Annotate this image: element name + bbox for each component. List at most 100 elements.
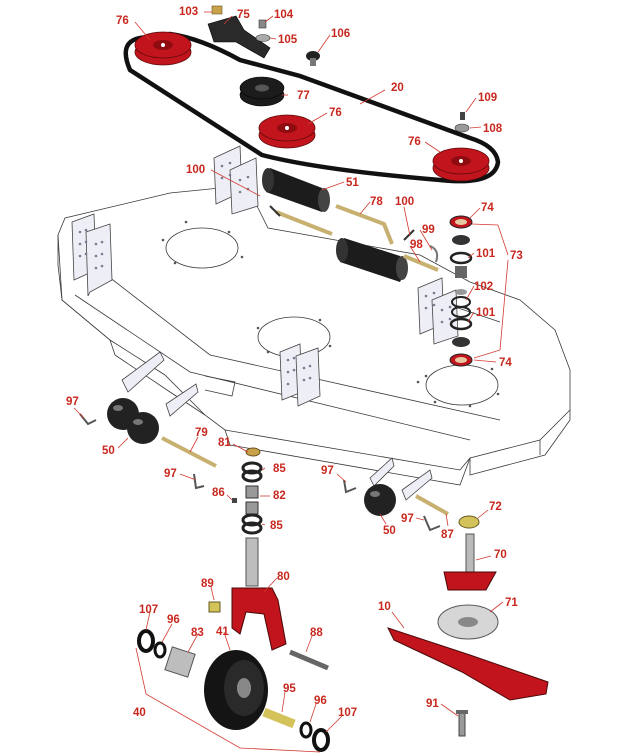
clip-99 xyxy=(429,245,439,263)
callout-40: 40 xyxy=(133,707,146,719)
nut-72 xyxy=(458,515,480,529)
callout-50-right: 50 xyxy=(383,525,396,537)
anti-scalp-cup-71 xyxy=(437,604,499,640)
pulley-right xyxy=(432,147,490,182)
callout-98: 98 xyxy=(410,239,423,251)
callout-107-left: 107 xyxy=(139,604,158,616)
callout-41: 41 xyxy=(216,626,229,638)
spacer-95 xyxy=(262,707,296,729)
callout-87: 87 xyxy=(441,529,454,541)
callout-10: 10 xyxy=(378,601,391,613)
callout-75: 75 xyxy=(237,9,250,21)
spindle-stack-73 xyxy=(449,215,473,367)
callout-51: 51 xyxy=(346,177,359,189)
callout-100-right: 100 xyxy=(395,196,414,208)
deck-bracket-front-center xyxy=(279,343,321,407)
caster-tire-41 xyxy=(204,650,268,730)
idler-arm xyxy=(207,15,271,59)
callout-76-right: 76 xyxy=(408,136,421,148)
bolt-109 xyxy=(460,112,465,120)
nut-108 xyxy=(454,123,470,133)
callout-101-bottom: 101 xyxy=(476,307,496,319)
callout-107-right: 107 xyxy=(338,707,357,719)
callout-80: 80 xyxy=(277,571,290,583)
bolt-103 xyxy=(211,5,223,15)
belt-cover-lower xyxy=(336,238,408,282)
callout-96-left: 96 xyxy=(167,614,180,626)
deck-bracket-rear-center xyxy=(213,145,259,215)
callout-86: 86 xyxy=(212,487,225,499)
blade-bolt-91 xyxy=(456,710,468,737)
callout-96-right: 96 xyxy=(314,695,327,707)
left-spindle-opening xyxy=(165,227,239,269)
caster-fork-80 xyxy=(231,537,287,651)
callout-97-left: 97 xyxy=(66,396,79,408)
nut-104 xyxy=(258,19,267,29)
blade-10 xyxy=(387,627,549,701)
belt-cover-51 xyxy=(262,168,330,212)
pin-100-right xyxy=(403,229,415,241)
callout-74-bottom: 74 xyxy=(499,357,512,369)
callout-85-top: 85 xyxy=(273,463,286,475)
caster-stack xyxy=(232,447,263,535)
washer-105 xyxy=(255,34,271,42)
deck-bracket-left-rear xyxy=(71,213,113,297)
callout-85-bottom: 85 xyxy=(270,520,283,532)
callout-104: 104 xyxy=(274,9,294,21)
callout-95: 95 xyxy=(283,683,296,695)
bushing-83 xyxy=(164,646,196,678)
deck-bracket-right xyxy=(417,277,459,345)
callout-99: 99 xyxy=(422,224,435,236)
pulley-upper-left xyxy=(134,31,192,66)
callout-101-top: 101 xyxy=(476,248,496,260)
callout-83: 83 xyxy=(191,627,204,639)
leader-lines xyxy=(73,11,509,753)
callout-91: 91 xyxy=(426,698,439,710)
caster-bracket-left xyxy=(121,351,199,417)
callout-20: 20 xyxy=(391,82,404,94)
blade-adapter-70 xyxy=(443,533,497,591)
callout-78: 78 xyxy=(370,196,383,208)
rod-78 xyxy=(269,204,394,245)
callout-88: 88 xyxy=(310,627,323,639)
callout-74-top: 74 xyxy=(481,202,494,214)
callout-72: 72 xyxy=(489,501,502,513)
axle-87 xyxy=(415,494,449,516)
callout-105: 105 xyxy=(278,34,298,46)
callout-81: 81 xyxy=(218,437,231,449)
axle-79 xyxy=(161,436,217,468)
washer-107-96-left xyxy=(137,629,167,659)
callout-labels: 103 75 104 105 106 76 77 20 109 108 76 7… xyxy=(66,6,523,719)
caster-wheel-50-left xyxy=(107,398,159,444)
callout-102: 102 xyxy=(474,281,493,293)
idler-pulley-black xyxy=(239,76,285,107)
washer-107-96-right xyxy=(299,721,330,752)
nut-89 xyxy=(208,601,221,613)
callout-77: 77 xyxy=(297,90,310,102)
callout-89: 89 xyxy=(201,578,214,590)
callout-100-left: 100 xyxy=(186,164,205,176)
hex-key-97 xyxy=(79,413,441,532)
callout-108: 108 xyxy=(483,123,503,135)
callout-76-upper-left: 76 xyxy=(116,15,129,27)
callout-79: 79 xyxy=(195,427,208,439)
caster-bracket-right xyxy=(369,457,433,501)
callout-106: 106 xyxy=(331,28,350,40)
callout-82: 82 xyxy=(273,490,286,502)
callout-76-center: 76 xyxy=(329,107,342,119)
knob-106 xyxy=(306,51,320,66)
callout-70: 70 xyxy=(494,549,507,561)
callout-103: 103 xyxy=(179,6,198,18)
callout-71: 71 xyxy=(505,597,518,609)
drive-belt xyxy=(123,31,501,184)
callout-73: 73 xyxy=(510,250,523,262)
callout-97-right: 97 xyxy=(321,465,334,477)
bolt-88 xyxy=(289,649,329,671)
callout-97-center: 97 xyxy=(164,468,177,480)
caster-wheel-50-right xyxy=(364,484,396,516)
callout-97-far-right: 97 xyxy=(401,513,414,525)
callout-50-left: 50 xyxy=(102,445,115,457)
callout-109: 109 xyxy=(478,92,497,104)
pin-98 xyxy=(403,254,439,272)
